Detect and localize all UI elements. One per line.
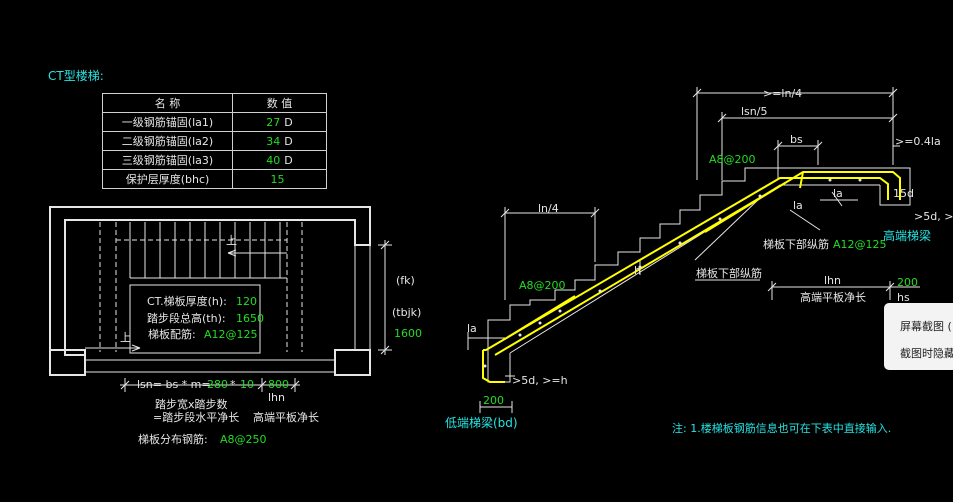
- stair-section-view: [467, 87, 920, 413]
- d5h-right-label: >5d, >=h: [914, 210, 953, 223]
- row-value[interactable]: 27: [266, 115, 281, 129]
- ln4-left-label: ln/4: [538, 202, 559, 215]
- total-height-value: 1650: [236, 312, 264, 325]
- equal-text: =踏步段水平净长: [153, 410, 239, 424]
- context-popup: 屏幕截图 ( 截图时隐藏: [884, 303, 953, 370]
- h-label: h: [634, 264, 641, 277]
- row-name: 保护层厚度(bhc): [102, 169, 233, 189]
- thickness-label: CT.梯板厚度(h):: [147, 294, 227, 308]
- d15-label: 15d: [893, 187, 914, 200]
- stair-type-title: CT型楼梯:: [48, 69, 104, 83]
- lower-long-right-value: A12@125: [833, 238, 887, 251]
- total-height-label: 踏步段总高(th):: [147, 311, 226, 325]
- tbjk-label: (tbjk): [392, 306, 421, 319]
- menu-item-hide-on-capture[interactable]: 截图时隐藏: [900, 347, 953, 360]
- a8-left-label: A8@200: [519, 279, 566, 292]
- stair-plan-view: [49, 206, 392, 392]
- header-name: 名 称: [102, 93, 233, 113]
- lower-long-right-label: 梯板下部纵筋: [763, 237, 829, 251]
- dist-rebar-value: A8@250: [220, 433, 267, 446]
- fk-label: (fk): [396, 274, 415, 287]
- row-name: 一级钢筋锚固(la1): [102, 112, 233, 132]
- row-unit: D: [284, 115, 293, 129]
- width-value: 1600: [394, 327, 422, 340]
- ln4-top-label: >=ln/4: [763, 87, 802, 100]
- note-text: 注: 1.楼梯板钢筋信息也可在下表中直接输入.: [672, 422, 892, 435]
- la-label-b: la: [793, 199, 803, 212]
- d5h-left-label: >5d, >=h: [512, 374, 568, 387]
- table-header-row: 名 称 数 值: [102, 93, 327, 113]
- row-value[interactable]: 34: [266, 134, 281, 148]
- la-041-label: >=0.4la: [895, 135, 941, 148]
- menu-item-screenshot[interactable]: 屏幕截图 (: [900, 320, 952, 333]
- la-label-a: la: [833, 187, 843, 200]
- a8-top-label: A8@200: [709, 153, 756, 166]
- rebar-lines: [482, 171, 901, 383]
- bs-label: bs: [790, 133, 803, 146]
- row-unit: D: [284, 134, 293, 148]
- times-symbol: *: [230, 378, 236, 391]
- table-row[interactable]: 保护层厚度(bhc) 15: [102, 169, 327, 189]
- v200-left-label: 200: [483, 394, 504, 407]
- rebar-label: 梯板配筋:: [148, 327, 196, 341]
- rebar-dots: [483, 178, 862, 368]
- lower-long-mid-label: 梯板下部纵筋: [696, 266, 762, 280]
- high-platform-text: 高端平板净长: [253, 410, 319, 424]
- row-value-cell[interactable]: 15: [232, 169, 327, 189]
- high-beam-label: 高端梯梁: [883, 228, 931, 243]
- lhn-label: lhn: [824, 274, 841, 287]
- low-beam-label: 低端梯梁(bd): [445, 415, 518, 430]
- row-name: 三级钢筋锚固(la3): [102, 150, 233, 170]
- la-left-label: la: [467, 322, 477, 335]
- lsn5-label: lsn/5: [741, 105, 767, 118]
- row-value[interactable]: 15: [270, 172, 285, 186]
- plan-up-label-1: 上: [226, 234, 237, 247]
- row-name: 二级钢筋锚固(la2): [102, 131, 233, 151]
- hs-label: hs: [897, 291, 910, 304]
- lsn-formula: lsn= bs * m=: [137, 378, 211, 391]
- dist-rebar-label: 梯板分布钢筋:: [138, 432, 208, 446]
- row-value[interactable]: 40: [266, 153, 281, 167]
- lhn-value: 800: [268, 378, 289, 391]
- bs-value: 280: [207, 378, 228, 391]
- row-unit: D: [284, 153, 293, 167]
- high-net-label: 高端平板净长: [800, 290, 866, 304]
- v200-right-label: 200: [897, 276, 918, 289]
- lhn-label: lhn: [268, 391, 285, 404]
- step-text: 踏步宽x踏步数: [155, 397, 228, 411]
- plan-up-label-2: 上: [120, 331, 131, 344]
- header-value: 数 值: [232, 93, 327, 113]
- rebar-value: A12@125: [204, 328, 258, 341]
- thickness-value: 120: [236, 295, 257, 308]
- m-value: 10: [240, 378, 254, 391]
